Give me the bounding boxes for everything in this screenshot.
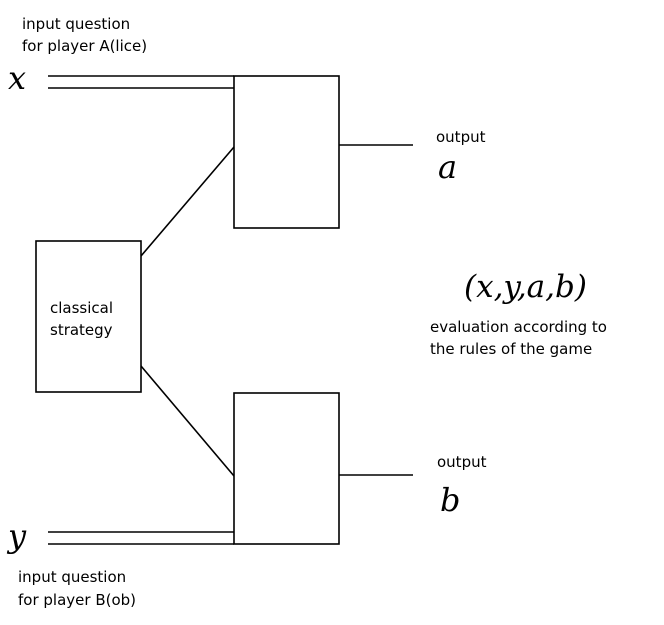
alice-input-symbol: x <box>8 59 27 97</box>
evaluation-tuple: (x,y,a,b) <box>464 269 587 305</box>
strategy-to-alice-wire <box>140 146 235 257</box>
alice-output-label: output <box>436 128 486 146</box>
bob-box <box>233 392 340 545</box>
strategy-box <box>35 240 142 393</box>
alice-box <box>233 75 340 229</box>
bob-output-symbol: b <box>440 481 461 519</box>
bob-input-symbol: y <box>8 517 27 555</box>
strategy-label-line2: strategy <box>50 321 113 339</box>
evaluation-label-line2: the rules of the game <box>430 340 593 358</box>
strategy-label-line1: classical <box>50 299 114 317</box>
bob-output-label: output <box>437 453 487 471</box>
bob-input-label-line2: for player B(ob) <box>18 591 137 609</box>
alice-output-symbol: a <box>438 148 458 186</box>
evaluation-label-line1: evaluation according to <box>430 318 607 336</box>
alice-input-label-line2: for player A(lice) <box>22 37 148 55</box>
strategy-to-bob-wire <box>140 365 235 477</box>
alice-input-label-line1: input question <box>22 15 131 33</box>
bob-input-label-line1: input question <box>18 568 127 586</box>
